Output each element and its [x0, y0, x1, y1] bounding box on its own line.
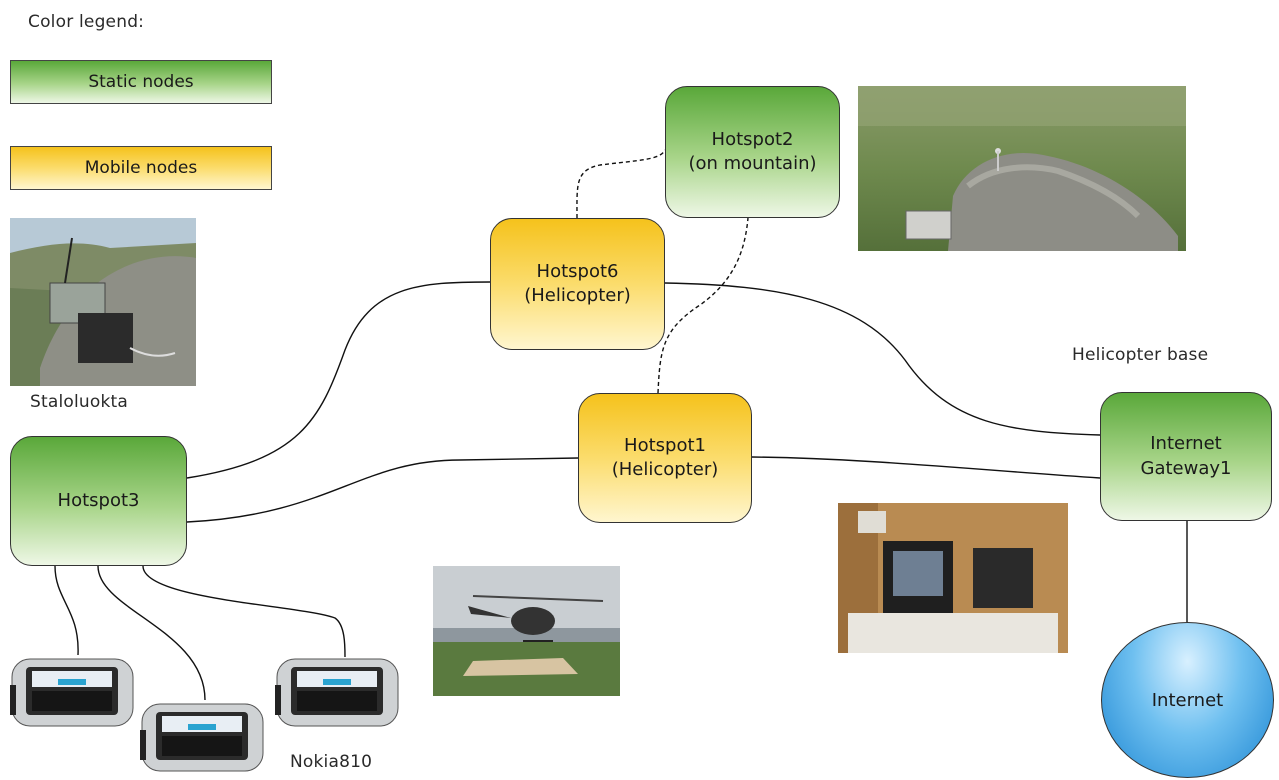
caption-helicopter-base: Helicopter base — [1072, 345, 1209, 365]
helicopter-photo — [433, 566, 620, 696]
node-hotspot6-subtitle: (Helicopter) — [524, 285, 631, 306]
link-hotspot6-hotspot2 — [576, 149, 666, 219]
node-hotspot3-title: Hotspot3 — [57, 489, 140, 511]
node-hotspot1[interactable]: Hotspot1 (Helicopter) — [578, 393, 752, 523]
node-hotspot2[interactable]: Hotspot2 (on mountain) — [665, 86, 840, 218]
caption-nokia810: Nokia810 — [290, 752, 373, 772]
legend-mobile-label: Mobile nodes — [84, 158, 198, 178]
mountain-hotspot-photo — [858, 86, 1186, 251]
node-hotspot3[interactable]: Hotspot3 — [10, 436, 187, 566]
node-internet-cloud[interactable]: Internet — [1101, 622, 1274, 778]
node-internet-label: Internet — [1151, 689, 1224, 711]
nokia810-device-2 — [140, 700, 265, 775]
link-hotspot3-nokia2 — [97, 565, 206, 701]
legend-static-nodes: Static nodes — [10, 60, 272, 104]
node-hotspot6-title: Hotspot6 — [536, 260, 619, 282]
caption-staloluokta: Staloluokta — [30, 392, 129, 412]
link-hotspot6-gateway — [664, 282, 1101, 436]
staloluokta-photo — [10, 218, 196, 386]
node-gateway-line1: Internet — [1150, 433, 1222, 455]
legend-title: Color legend: — [28, 12, 145, 32]
node-hotspot2-subtitle: (on mountain) — [688, 153, 817, 174]
link-hotspot3-nokia3 — [142, 565, 346, 658]
nokia810-device-3 — [275, 655, 400, 730]
link-hotspot3-hotspot6 — [186, 281, 491, 479]
node-gateway-line2: Gateway1 — [1140, 457, 1232, 479]
link-hotspot3-hotspot1 — [186, 457, 579, 523]
link-hotspot3-nokia1 — [54, 565, 79, 656]
node-hotspot1-subtitle: (Helicopter) — [611, 459, 719, 480]
helicopter-base-photo — [838, 503, 1068, 653]
node-internet-gateway[interactable]: Internet Gateway1 — [1100, 392, 1272, 521]
link-hotspot1-hotspot2 — [657, 217, 749, 394]
link-hotspot1-gateway — [751, 456, 1101, 479]
nokia810-device-1 — [10, 655, 135, 730]
node-hotspot1-title: Hotspot1 — [624, 434, 706, 456]
legend-mobile-nodes: Mobile nodes — [10, 146, 272, 190]
node-hotspot6[interactable]: Hotspot6 (Helicopter) — [490, 218, 665, 350]
legend-static-label: Static nodes — [88, 72, 194, 92]
node-hotspot2-title: Hotspot2 — [711, 128, 794, 150]
